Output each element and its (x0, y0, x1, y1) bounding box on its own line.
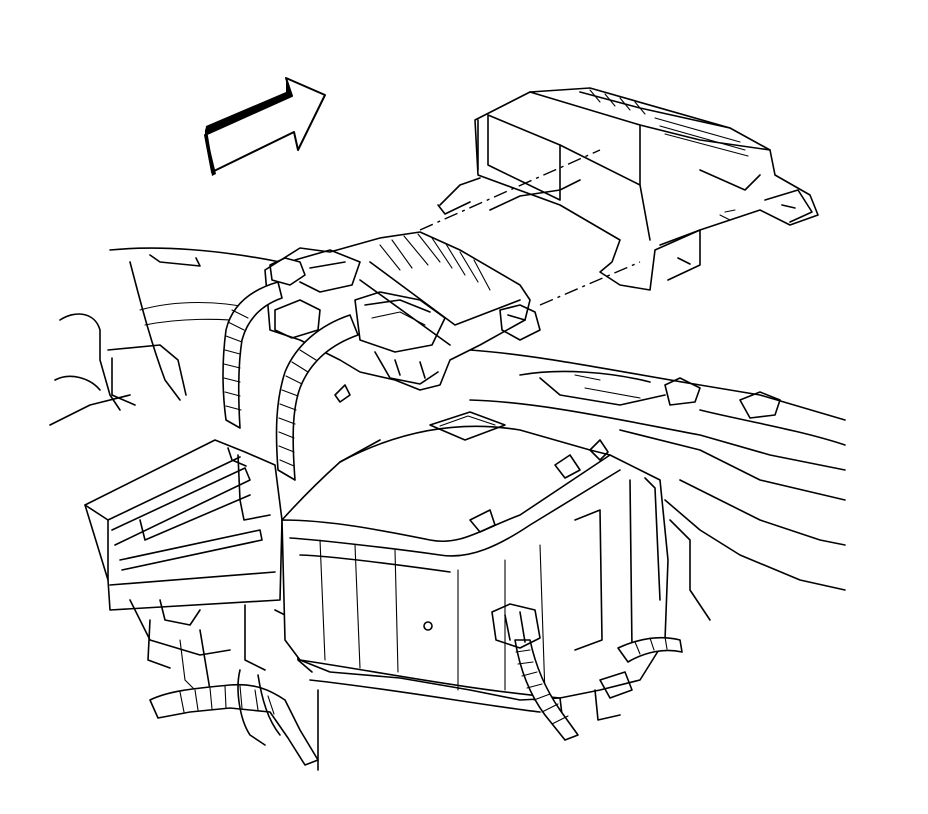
floor-panel-left (49, 247, 301, 426)
mounting-bracket (437, 87, 819, 291)
lower-housing (281, 384, 669, 771)
wiring-harness (149, 281, 683, 766)
alignment-guide (539, 261, 641, 306)
floor-panel-right (469, 349, 846, 621)
left-cover (84, 439, 313, 701)
forward-arrow-icon (204, 77, 326, 176)
control-module (264, 231, 541, 391)
